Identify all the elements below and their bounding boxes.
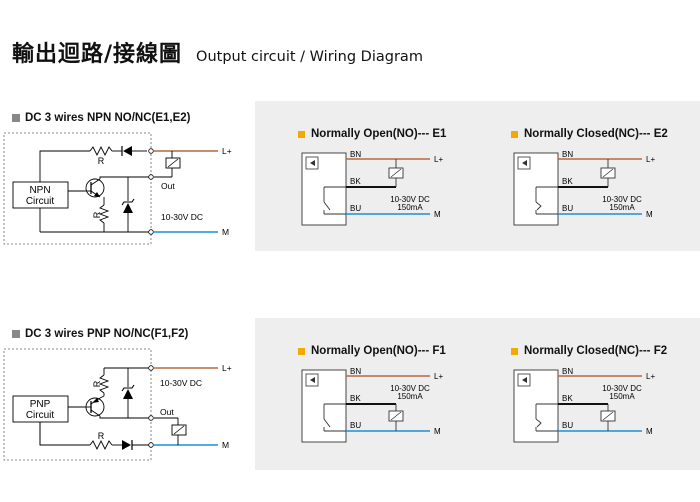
transistor-symbol <box>85 178 105 198</box>
resistor-symbol-vertical <box>98 204 110 224</box>
m-label: M <box>646 427 653 436</box>
diagram-title-f1: Normally Open(NO)--- F1 <box>298 345 446 357</box>
bu-label: BU <box>350 421 361 430</box>
lplus-label: L+ <box>222 363 232 373</box>
m-label: M <box>222 227 229 237</box>
yellow-bullet-icon <box>511 347 518 355</box>
bu-label: BU <box>350 204 361 213</box>
current-label: 150mA <box>397 203 423 212</box>
diagram-title-e2: Normally Closed(NC)--- E2 <box>511 128 668 140</box>
diagram-title-e1-text: Normally Open(NO)--- E1 <box>311 128 447 140</box>
load-relay-slash <box>602 411 614 421</box>
diagram-title-f2-text: Normally Closed(NC)--- F2 <box>524 345 668 357</box>
zener-diode-symbol <box>123 203 133 213</box>
sensor-face-arrow-icon <box>522 160 527 166</box>
lplus-label: L+ <box>646 372 655 381</box>
sensor-face-arrow-icon <box>310 160 315 166</box>
yellow-bullet-icon <box>298 130 305 138</box>
bu-label: BU <box>562 421 573 430</box>
circuit-box-line1: PNP <box>30 399 51 410</box>
load-relay-slash <box>602 168 614 178</box>
gray-bullet-icon <box>12 114 20 122</box>
diagram-title-f1-text: Normally Open(NO)--- F1 <box>311 345 446 357</box>
bu-label: BU <box>562 204 573 213</box>
gray-bullet-icon <box>12 330 20 338</box>
lplus-label: L+ <box>434 155 443 164</box>
lplus-label: L+ <box>646 155 655 164</box>
sensor-boundary <box>3 348 152 461</box>
circuit-box-line2: Circuit <box>26 196 55 207</box>
bn-label: BN <box>562 367 573 376</box>
bn-label: BN <box>350 150 361 159</box>
bn-label: BN <box>562 150 573 159</box>
npn-output-circuit: R NPN Circuit R Out 10-30V DC L+ M <box>3 132 232 245</box>
voltage-label: 10-30V DC <box>602 384 642 393</box>
sensor-face-arrow-icon <box>310 377 315 383</box>
resistor-label: R <box>92 380 102 387</box>
current-label: 150mA <box>609 392 635 401</box>
resistor-symbol <box>89 145 113 157</box>
switch-no-icon <box>323 201 331 211</box>
m-label: M <box>222 440 229 450</box>
lplus-label: L+ <box>222 146 232 156</box>
sensor-boundary <box>3 132 152 245</box>
section-title-npn: DC 3 wires NPN NO/NC(E1,E2) <box>12 112 191 124</box>
resistor2-label: R <box>92 211 102 218</box>
resistor-label: R <box>98 156 105 166</box>
zener-diode-symbol <box>123 389 133 399</box>
voltage-label: 10-30V DC <box>390 195 430 204</box>
circuit-box-line1: NPN <box>29 185 50 196</box>
diagram-title-f2: Normally Closed(NC)--- F2 <box>511 345 667 357</box>
m-label: M <box>434 210 441 219</box>
m-label: M <box>434 427 441 436</box>
out-label: Out <box>161 181 175 191</box>
page-title-english: Output circuit / Wiring Diagram <box>196 49 423 65</box>
yellow-bullet-icon <box>511 130 518 138</box>
yellow-bullet-icon <box>298 347 305 355</box>
section-title-pnp-text: DC 3 wires PNP NO/NC(F1,F2) <box>25 328 189 340</box>
bk-label: BK <box>562 394 573 403</box>
out-label: Out <box>160 407 174 417</box>
bk-label: BK <box>562 177 573 186</box>
npn-circuit-box <box>12 181 69 209</box>
lplus-label: L+ <box>434 372 443 381</box>
diagram-title-e2-text: Normally Closed(NC)--- E2 <box>524 128 668 140</box>
sensor-face-arrow-icon <box>522 377 527 383</box>
bk-label: BK <box>350 177 361 186</box>
voltage-label: 10-30V DC <box>602 195 642 204</box>
page-header: 輸出迴路/接線圖 Output circuit / Wiring Diagram <box>12 36 423 70</box>
m-label: M <box>646 210 653 219</box>
diagram-title-e1: Normally Open(NO)--- E1 <box>298 128 446 140</box>
switch-nc-icon <box>535 201 542 211</box>
resistor-symbol <box>89 439 113 451</box>
current-label: 150mA <box>397 392 423 401</box>
load-relay-slash <box>390 168 402 178</box>
voltage-label: 10-30V DC <box>161 212 203 222</box>
switch-no-icon <box>323 418 331 428</box>
section-title-pnp: DC 3 wires PNP NO/NC(F1,F2) <box>12 328 188 340</box>
load-relay-slash <box>390 411 402 421</box>
diode-symbol <box>122 440 131 450</box>
voltage-label: 10-30V DC <box>160 378 202 388</box>
section-title-npn-text: DC 3 wires NPN NO/NC(E1,E2) <box>25 112 191 124</box>
pnp-circuit-box <box>12 395 69 423</box>
page-title-chinese: 輸出迴路/接線圖 <box>12 42 183 67</box>
bk-label: BK <box>350 394 361 403</box>
voltage-label: 10-30V DC <box>390 384 430 393</box>
pnp-output-circuit: R PNP Circuit R 10-30V DC Out L+ M <box>3 348 232 461</box>
switch-nc-icon <box>535 418 542 428</box>
diode-symbol <box>123 146 132 156</box>
circuit-box-line2: Circuit <box>26 410 55 421</box>
resistor-symbol-vertical <box>98 374 110 394</box>
current-label: 150mA <box>609 203 635 212</box>
resistor2-label: R <box>98 431 105 441</box>
bn-label: BN <box>350 367 361 376</box>
